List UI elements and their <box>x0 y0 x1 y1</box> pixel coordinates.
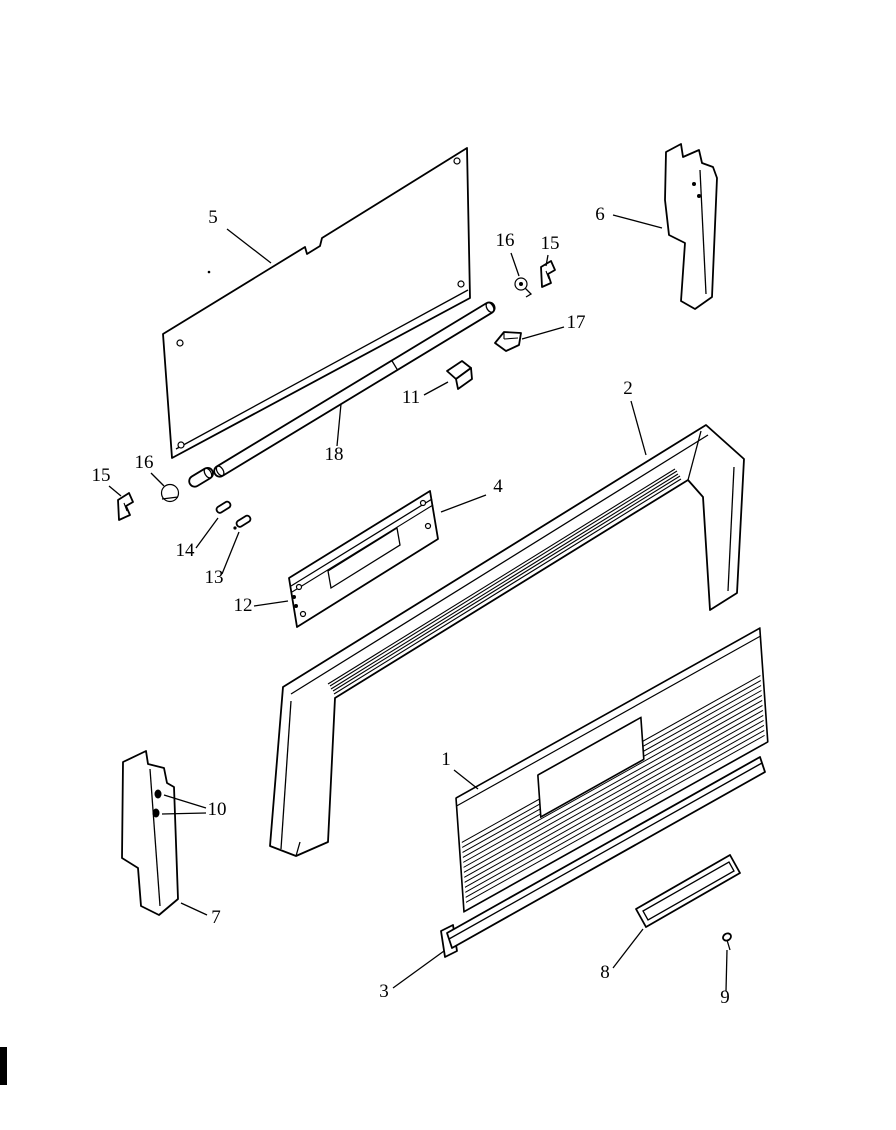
part-15-clip-left <box>117 492 134 521</box>
callout-label-5: 5 <box>208 207 218 228</box>
callout-9: 9 <box>720 949 730 1008</box>
callout-label-10: 10 <box>208 799 227 820</box>
callout-label-6: 6 <box>595 204 605 225</box>
callout-label-7: 7 <box>211 907 221 928</box>
part-17-clip <box>494 331 522 352</box>
callout-label-18: 18 <box>325 444 344 465</box>
callout-label-16-top: 16 <box>496 230 515 251</box>
part-4-control-insert <box>288 490 439 628</box>
callout-2: 2 <box>623 378 647 456</box>
scan-artifact-mark <box>0 1047 7 1085</box>
callout-10: 10 <box>161 794 227 820</box>
callout-13: 13 <box>205 531 240 588</box>
part-5-back-panel <box>162 147 471 459</box>
callout-11: 11 <box>402 381 449 408</box>
callout-4: 4 <box>440 476 503 513</box>
callout-label-15-top: 15 <box>541 233 560 254</box>
part-14-pin <box>215 500 232 514</box>
callout-16-left: 16 <box>135 452 165 487</box>
callout-label-12: 12 <box>234 595 253 616</box>
callout-7: 7 <box>180 902 221 928</box>
part-6-right-side-bracket <box>664 143 718 310</box>
callout-3: 3 <box>379 950 445 1002</box>
callout-12: 12 <box>234 595 289 616</box>
part-11-clip-bracket <box>446 360 473 390</box>
callout-label-1: 1 <box>441 749 451 770</box>
callout-label-8: 8 <box>600 962 610 983</box>
part-2-backguard-frame <box>269 424 745 857</box>
tube-end-cap <box>188 466 214 488</box>
callout-label-13: 13 <box>205 567 224 588</box>
part-9-screw <box>722 932 732 951</box>
callout-label-16-left: 16 <box>135 452 154 473</box>
callout-label-2: 2 <box>623 378 633 399</box>
callout-label-17: 17 <box>567 312 586 333</box>
speck-dot <box>207 270 211 274</box>
part-7-left-side-bracket <box>121 750 179 916</box>
part-1-control-panel <box>455 627 769 913</box>
part-16-grommet-top <box>514 277 533 298</box>
callout-14: 14 <box>176 517 219 561</box>
callout-15-left: 15 <box>92 465 122 497</box>
callout-16-top: 16 <box>496 230 520 277</box>
part-16-cap-left <box>160 483 180 503</box>
part-15-clip-top <box>540 260 556 288</box>
part-3-lower-trim <box>440 756 766 958</box>
callout-15-top: 15 <box>541 233 560 267</box>
callout-label-14: 14 <box>176 540 196 561</box>
callout-label-9: 9 <box>720 987 730 1008</box>
callout-label-4: 4 <box>493 476 503 497</box>
part-10-screws <box>152 789 162 818</box>
callout-17: 17 <box>521 312 586 340</box>
callout-label-11: 11 <box>402 387 420 408</box>
callout-5: 5 <box>208 207 272 264</box>
part-13-screw-pin <box>233 514 252 530</box>
callout-18: 18 <box>325 403 344 465</box>
part-8-access-panel <box>635 854 741 928</box>
callout-8: 8 <box>600 928 644 983</box>
callout-6: 6 <box>595 204 663 229</box>
callout-1: 1 <box>441 749 479 790</box>
callout-label-15-left: 15 <box>92 465 111 486</box>
nameplate <box>537 716 645 818</box>
callout-label-3: 3 <box>379 981 389 1002</box>
part-18-crossbar-tube <box>188 301 496 488</box>
